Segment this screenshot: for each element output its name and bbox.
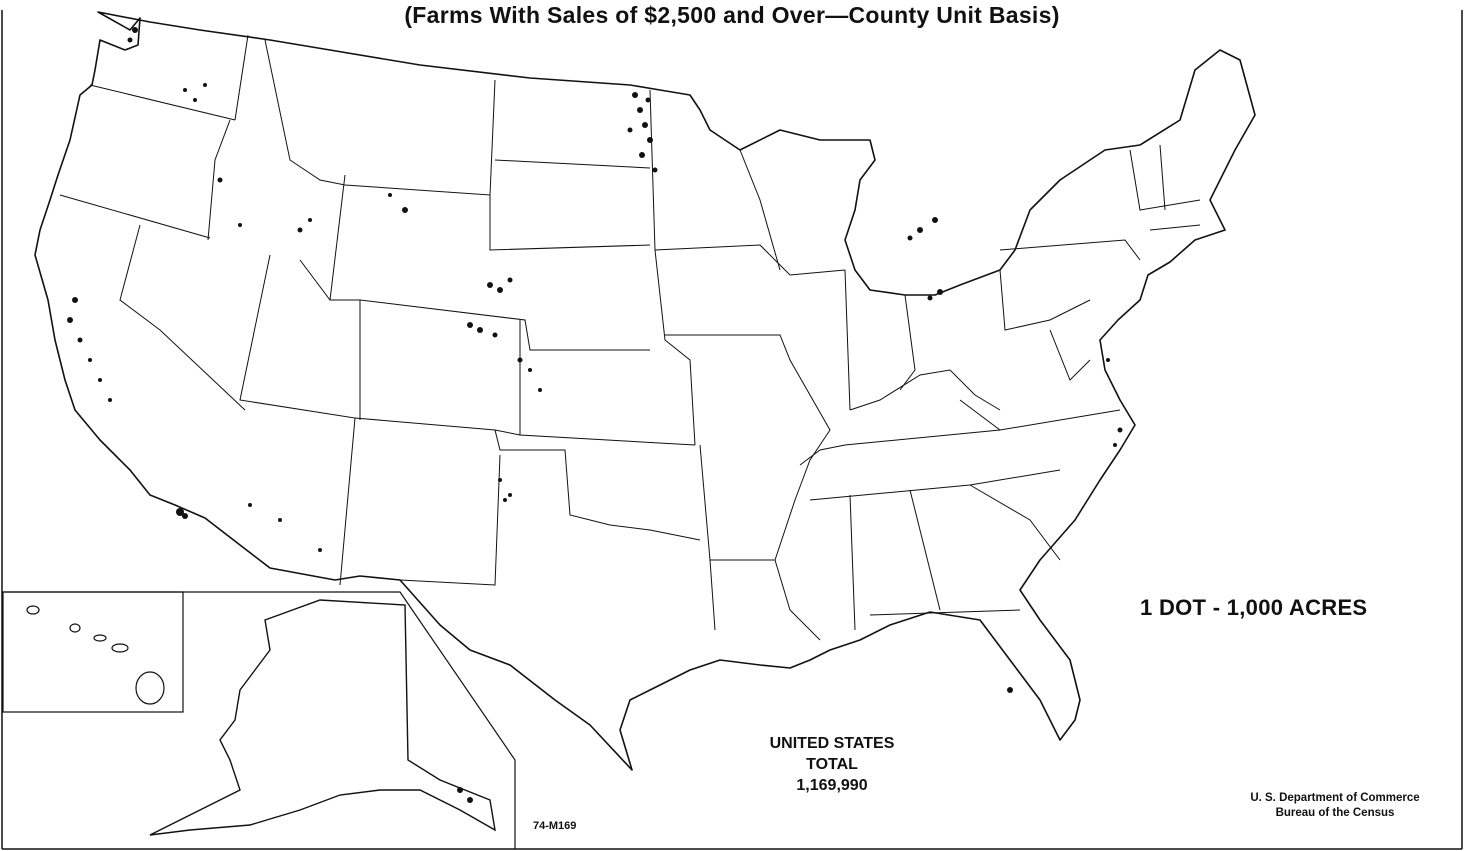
acreage-dots	[67, 27, 1123, 803]
us-total-line1: UNITED STATES	[769, 735, 895, 752]
us-total-label: UNITED STATES TOTAL 1,169,990	[742, 733, 922, 796]
state-lines	[59, 34, 1201, 641]
source-credit: U. S. Department of Commerce Bureau of t…	[1210, 791, 1460, 821]
map-border	[1, 10, 1463, 850]
map-code: 74-M169	[533, 820, 577, 832]
hawaii-islands	[26, 605, 165, 705]
alaska-outline	[149, 599, 496, 836]
map-subtitle: (Farms With Sales of $2,500 and Over—Cou…	[404, 2, 1060, 28]
source-line1: U. S. Department of Commerce	[1250, 792, 1420, 804]
us-total-value: 1,169,990	[796, 777, 868, 794]
inset-frames	[2, 591, 516, 849]
dot-legend: 1 DOT - 1,000 ACRES	[1140, 595, 1368, 620]
source-line2: Bureau of the Census	[1275, 807, 1395, 819]
us-total-line2: TOTAL	[806, 756, 858, 773]
us-outline	[34, 11, 1256, 771]
